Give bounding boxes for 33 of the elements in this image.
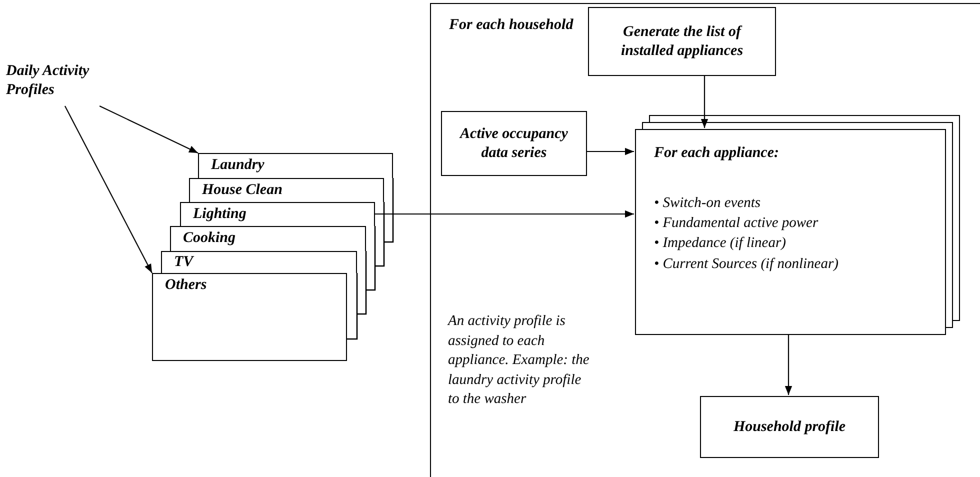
arrow (64, 106, 152, 274)
bullet-item: • Switch-on events (654, 194, 762, 213)
bullet-item: • Current Sources (if nonlinear) (654, 254, 838, 274)
process-box (152, 273, 347, 361)
process-box (189, 178, 384, 202)
arrow (586, 148, 634, 156)
household-region (430, 3, 980, 477)
box-title: Household profile (732, 418, 847, 436)
note-text: An activity profile is assigned to each appliance. Example: the laundry activity profile to the washer (448, 312, 590, 410)
process-box (170, 226, 366, 251)
process-box (198, 153, 393, 178)
arrow (375, 210, 634, 218)
arrow (99, 106, 198, 154)
box-title: Cooking (182, 229, 237, 248)
arrow (784, 334, 792, 395)
box-title: Active occupancy data series (458, 124, 569, 162)
process-box (588, 7, 776, 76)
bullet-item: • Fundamental active power (654, 214, 820, 234)
box-title: For each appliance: (653, 144, 780, 163)
box-title: Lighting (192, 205, 248, 224)
arrow (700, 75, 708, 128)
box-title: TV (173, 253, 196, 272)
process-box (161, 251, 357, 273)
process-box (180, 202, 375, 226)
box-title: Laundry (210, 156, 266, 175)
bullet-item: • Impedance (if linear) (654, 234, 787, 254)
process-box (441, 111, 587, 176)
box-title: Generate the list of installed appliances (620, 22, 744, 60)
process-box (700, 396, 879, 458)
box-title: For each household (448, 16, 574, 35)
box-title: Others (164, 276, 208, 295)
box-title: Daily Activity Profiles (6, 62, 90, 100)
box-title: House Clean (201, 181, 284, 200)
